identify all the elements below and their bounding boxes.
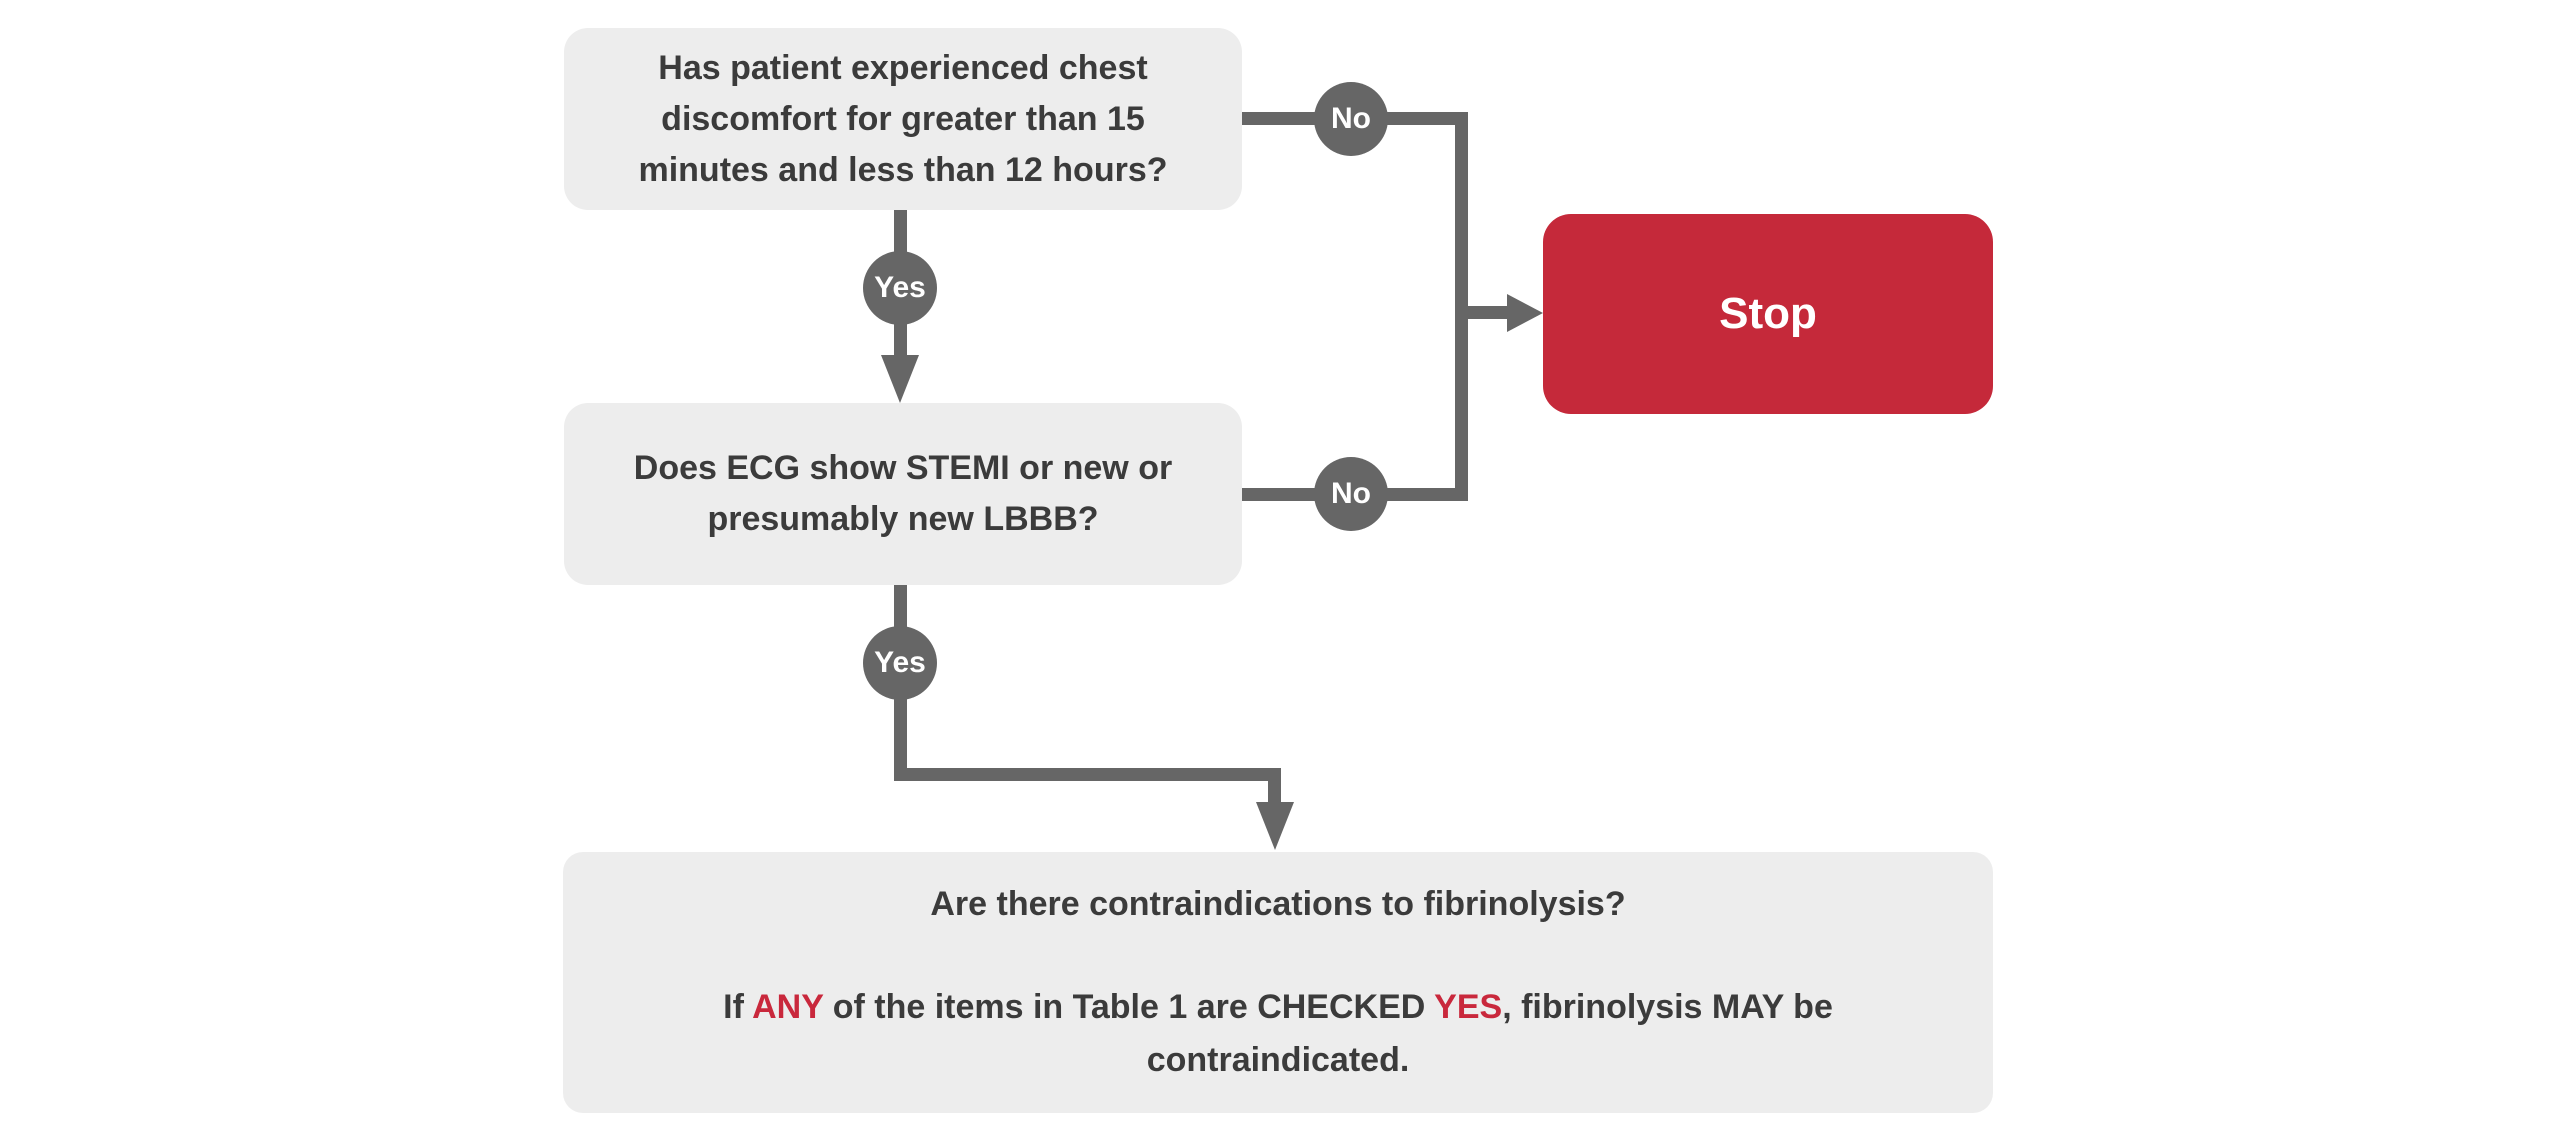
question-box-1-line: discomfort for greater than 15 xyxy=(661,99,1145,138)
question-box-1-line: Has patient experienced chest xyxy=(658,48,1148,87)
yes-badge-2-label: Yes xyxy=(874,646,926,679)
connector-to-stop-line xyxy=(1455,306,1510,319)
no-badge-1-label: No xyxy=(1331,102,1371,135)
connector-elbow-horizontal xyxy=(894,768,1281,781)
yes-badge-1: Yes xyxy=(863,251,937,325)
note-segment-any-highlight: ANY xyxy=(752,988,824,1026)
connector-elbow-vertical xyxy=(1268,768,1281,806)
arrowhead-right-icon xyxy=(1507,294,1543,332)
question-box-3: Are there contraindications to fibrinoly… xyxy=(563,852,1993,1113)
note-segment: of the items in Table 1 are CHECKED xyxy=(823,988,1435,1026)
yes-badge-2: Yes xyxy=(863,626,937,700)
question-box-1-line: minutes and less than 12 hours? xyxy=(638,150,1168,189)
yes-badge-1-label: Yes xyxy=(874,271,926,304)
no-badge-2-label: No xyxy=(1331,477,1371,510)
arrowhead-down-icon-2 xyxy=(1256,802,1294,850)
question-box-3-note: If ANY of the items in Table 1 are CHECK… xyxy=(628,981,1928,1087)
no-badge-1: No xyxy=(1314,82,1388,156)
question-box-3-title: Are there contraindications to fibrinoly… xyxy=(930,885,1626,923)
stop-box: Stop xyxy=(1543,214,1993,414)
arrowhead-down-icon-1 xyxy=(881,355,919,403)
question-box-2-line: presumably new LBBB? xyxy=(707,500,1099,538)
question-box-2-line: Does ECG show STEMI or new or xyxy=(633,449,1173,487)
note-segment-yes-highlight: YES xyxy=(1434,988,1503,1026)
note-segment: If xyxy=(723,988,753,1026)
note-segment: , fibrinolysis MAY be contraindicated. xyxy=(1146,988,1833,1079)
no-badge-2: No xyxy=(1314,457,1388,531)
question-box-2: Does ECG show STEMI or new or presumably… xyxy=(564,403,1242,585)
stop-box-label: Stop xyxy=(1719,289,1817,338)
question-box-1: Has patient experienced chest discomfort… xyxy=(564,28,1242,210)
